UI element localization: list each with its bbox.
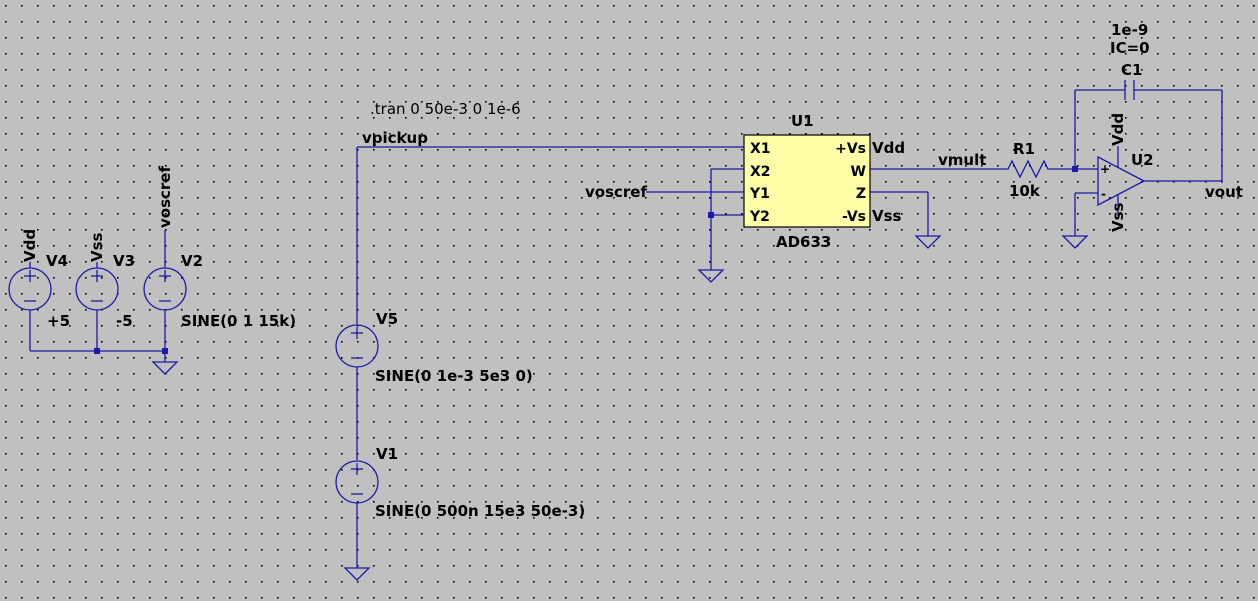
v5-name: V5 xyxy=(376,310,398,328)
u1-pin-w: W xyxy=(851,164,866,180)
ground-symbol xyxy=(151,361,179,375)
net-label-vss-v3: Vss xyxy=(88,232,106,262)
v4-name: V4 xyxy=(46,252,68,270)
u1-pin-plus-vs: +Vs xyxy=(835,141,866,157)
net-label-vdd-u1: Vdd xyxy=(872,139,905,157)
v3-value: -5 xyxy=(116,312,133,330)
v4-value: +5 xyxy=(47,312,70,330)
net-label-vss-u2: Vss xyxy=(1109,202,1127,232)
c1-value: 1e-9 xyxy=(1111,21,1148,39)
u2-name: U2 xyxy=(1131,151,1154,169)
u1-name: U1 xyxy=(791,112,814,130)
v2-name: V2 xyxy=(181,252,203,270)
u2-plus: + xyxy=(1100,162,1110,176)
u2-opamp[interactable] xyxy=(1097,155,1146,207)
net-label-vpickup: vpickup xyxy=(362,129,428,147)
u2-minus: - xyxy=(1101,187,1106,201)
net-label-vout: vout xyxy=(1205,183,1243,201)
ground-symbol xyxy=(1061,235,1089,249)
r1-value: 10k xyxy=(1009,182,1041,200)
u1-pin-z: Z xyxy=(856,186,866,202)
u1-pin-minus-vs: -Vs xyxy=(842,209,866,225)
tran-directive[interactable]: .tran 0 50e-3 0 1e-6 xyxy=(370,100,521,118)
v1-name: V1 xyxy=(376,445,398,463)
net-label-vss-u1: Vss xyxy=(872,207,902,225)
u1-pin-y2: Y2 xyxy=(749,209,770,225)
v5-value: SINE(0 1e-3 5e3 0) xyxy=(375,367,533,385)
u1-part: AD633 xyxy=(776,233,831,251)
v2-value: SINE(0 1 15k) xyxy=(181,312,296,330)
net-label-vdd-v4: Vdd xyxy=(21,229,39,262)
u1-pin-x1: X1 xyxy=(750,141,771,157)
net-label-vdd-u2: Vdd xyxy=(1109,113,1127,146)
u1-multiplier[interactable] xyxy=(743,134,871,228)
source-v4[interactable] xyxy=(8,262,52,351)
u1-pin-x2: X2 xyxy=(750,164,771,180)
ground-symbol xyxy=(914,235,942,249)
c1-ic: IC=0 xyxy=(1110,39,1150,57)
v1-value: SINE(0 500n 15e3 50e-3) xyxy=(375,502,585,520)
c1-name: C1 xyxy=(1121,61,1142,79)
resistor-r1[interactable] xyxy=(1002,159,1075,179)
ground-symbol xyxy=(697,269,725,283)
net-label-voscref-v2: voscref xyxy=(156,166,174,228)
r1-name: R1 xyxy=(1013,140,1035,158)
ground-symbol xyxy=(343,567,371,581)
source-v3[interactable] xyxy=(75,262,119,351)
net-label-vmult: vmult xyxy=(938,151,986,169)
v3-name: V3 xyxy=(113,252,135,270)
u1-pin-y1: Y1 xyxy=(749,186,770,202)
net-label-voscref-u1: voscref xyxy=(585,183,647,201)
source-v2[interactable] xyxy=(143,230,187,351)
